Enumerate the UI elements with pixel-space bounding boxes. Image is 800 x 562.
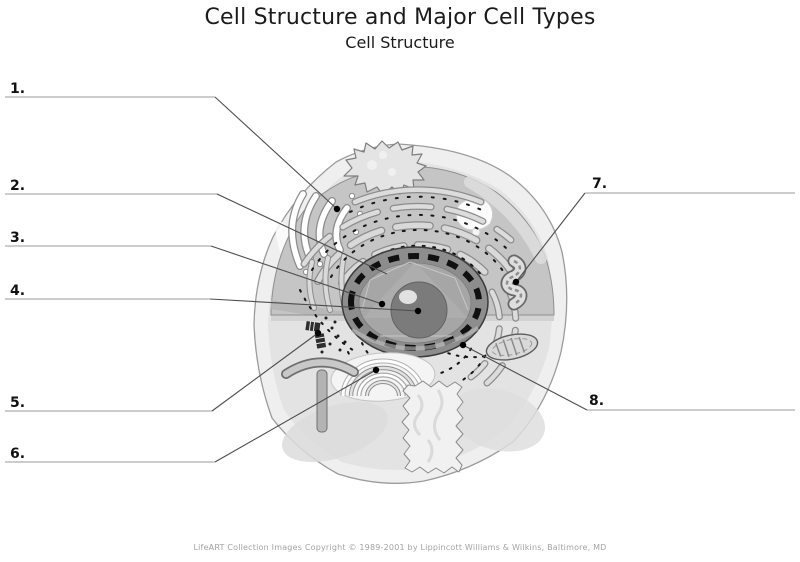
pointer-dot-6: [372, 366, 380, 374]
copyright-footer: LifeART Collection Images Copyright © 19…: [193, 543, 607, 552]
golgi-cisterna-lumen: [333, 205, 350, 253]
ribosome-dots: [439, 349, 487, 359]
label-number-8: 8.: [589, 393, 605, 409]
label-line-3: [5, 245, 386, 308]
mitochondrion-upper: [500, 254, 528, 311]
label-line-7: [512, 192, 795, 286]
ser-layer: [357, 373, 409, 397]
mitochondrion-lower: [485, 333, 539, 361]
label-number-3: 3.: [10, 230, 26, 246]
pointer-dot-5: [314, 329, 322, 337]
er-ribbon: [307, 260, 316, 310]
cytoplasm-fold: [450, 388, 546, 452]
ribosome-dots: [330, 229, 504, 278]
er-ribbon: [315, 222, 516, 284]
microvilli-patch-shape: [343, 140, 427, 196]
er-ribbon: [352, 187, 484, 205]
label-line-1: [5, 96, 341, 213]
pointer-dot-3: [378, 300, 386, 308]
mitochondrion-cristae: [505, 259, 523, 306]
pointer-6: [214, 369, 377, 463]
golgi-vesicle: [348, 192, 356, 200]
microvilli-patch: [343, 140, 427, 196]
pointer-3: [210, 245, 383, 305]
golgi-apparatus: [288, 190, 364, 276]
pointer-8: [462, 344, 588, 411]
centrioles: [305, 316, 347, 354]
label-line-2: [5, 193, 388, 275]
microvilli-column-shape: [401, 380, 464, 474]
label-line-5: [5, 329, 322, 412]
flagellum-structure: [281, 357, 359, 433]
page-subtitle: Cell Structure: [345, 33, 455, 52]
golgi-cisterna-lumen: [316, 198, 335, 257]
microvilli-texture: [413, 389, 444, 463]
label-number-5: 5.: [10, 395, 26, 411]
ser-layer: [341, 359, 425, 397]
pointer-2: [216, 193, 388, 275]
er-ribbon: [468, 289, 502, 380]
pericentriolar-dots: [320, 316, 347, 354]
pointer-dot-1: [333, 205, 341, 213]
nucleus-bottom-sheen: [350, 326, 480, 351]
label-number-7: 7.: [592, 176, 608, 192]
nucleolus-highlight: [399, 290, 417, 304]
microvilli-texture: [367, 160, 377, 170]
chromatin-facet-lines: [361, 261, 469, 337]
pointer-dot-8: [459, 341, 467, 349]
microvilli-texture: [379, 151, 387, 159]
label-line-6: [5, 366, 380, 463]
label-line-4: [5, 298, 422, 315]
mitochondrion-inner-membrane: [491, 338, 533, 356]
pointer-dot-4: [414, 307, 422, 315]
dome-edge-highlight: [464, 176, 547, 264]
microvilli-texture: [388, 168, 396, 176]
label-number-6: 6.: [10, 446, 26, 462]
golgi-cisterna-lumen: [289, 191, 306, 269]
pointer-dot-7: [512, 278, 520, 286]
label-line-8: [459, 341, 795, 411]
golgi-cisterna-lumen: [301, 193, 319, 261]
label-number-4: 4.: [10, 283, 26, 299]
label-number-1: 1.: [10, 81, 26, 97]
er-ribbon: [301, 204, 514, 267]
pointer-4: [209, 298, 419, 312]
ser-layer: [366, 381, 400, 397]
ser-layer: [349, 366, 417, 397]
pointer-1: [214, 96, 338, 210]
cytoplasm-fold: [282, 401, 388, 463]
nucleus: [341, 246, 489, 358]
golgi-vesicle: [316, 260, 324, 268]
pointer-5: [211, 332, 319, 412]
page-title: Cell Structure and Major Cell Types: [204, 5, 596, 30]
label-number-2: 2.: [10, 178, 26, 194]
mitochondrion-cristae: [495, 337, 526, 358]
microvilli-column: [401, 380, 464, 474]
er-ribbon: [339, 242, 493, 286]
pointer-7: [515, 192, 586, 283]
flagellum-cap: [282, 359, 358, 378]
